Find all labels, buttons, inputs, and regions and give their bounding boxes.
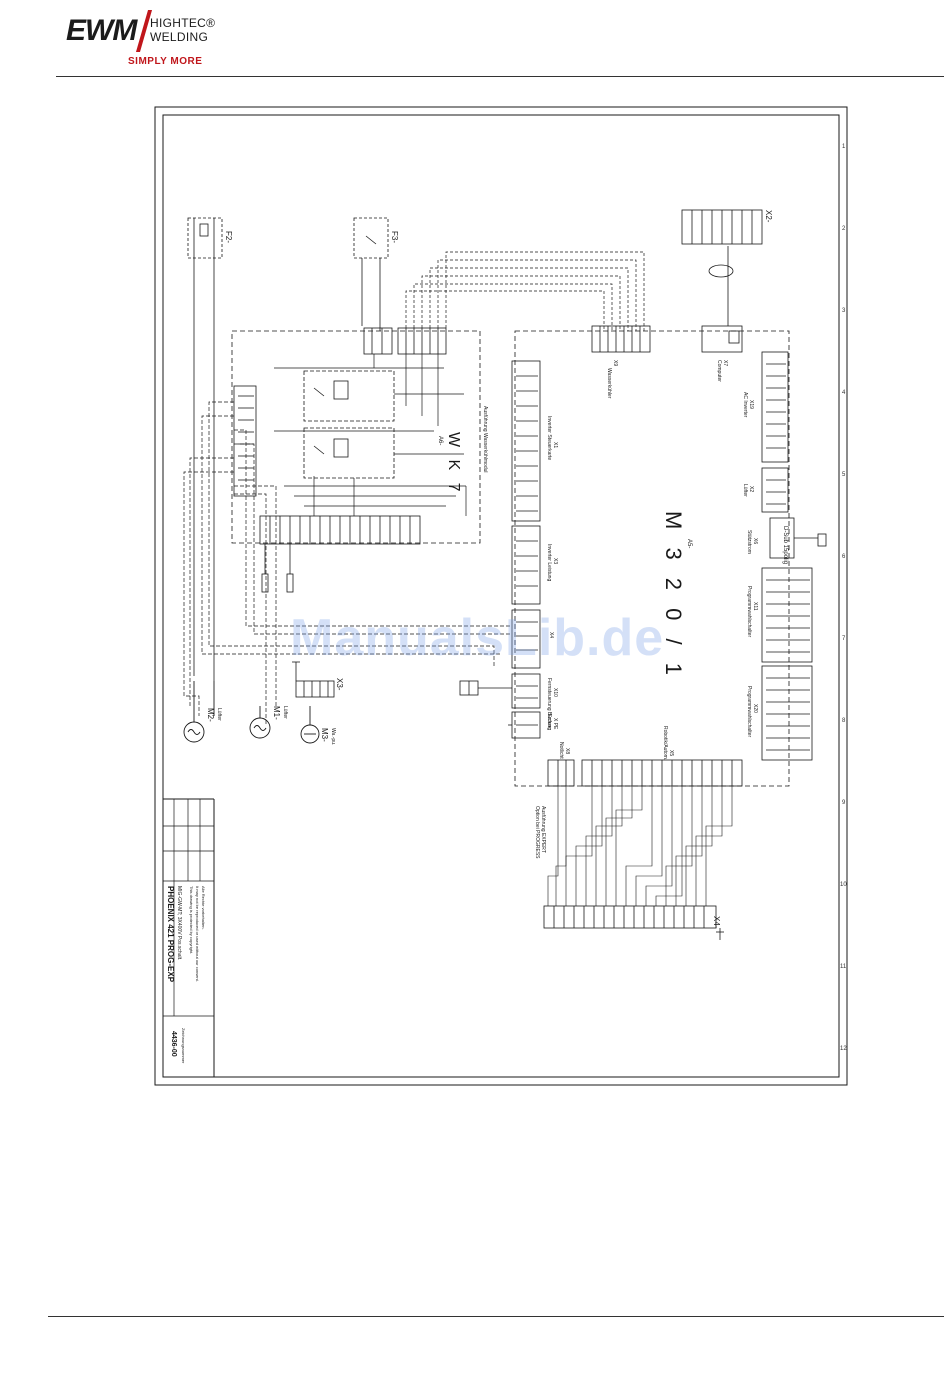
connector-x6: X6 [752,538,758,544]
wk7-relays [303,370,395,479]
m320-top-connectors [591,246,743,353]
grid-number: 7 [842,636,846,642]
wk7-ref: A6- [437,436,443,445]
grid-number: 3 [842,308,846,314]
motor-m1-sub: Lüfter [282,706,288,719]
connector-x2b-sub: Lüfter [742,484,748,497]
grid-number: 1 [842,144,846,150]
wk7-board [231,330,481,544]
motor-m1-label: M1- [272,706,281,720]
title-block-text: PHOENIX 421 PROG-EXP MIG-GW-MT; 3X400V P… [166,886,206,1064]
logo-line2: WELDING [150,30,209,44]
m320-ref: A5- [686,539,692,548]
fuse-f2-label: F2- [224,231,233,243]
copyright-line-1: This drawing is protected by copyright. [189,886,194,954]
connector-x6-sub: Stützstrom [746,530,752,554]
connector-x7-sub: Computer [716,360,722,382]
connector-x19: X19 [748,400,754,409]
motor-feed-wires [183,401,510,726]
wk7-bottom-connector [259,515,421,593]
grid-number: 12 [840,1046,847,1052]
connector-x7: X7 [722,360,728,366]
watermark: ManualsLib.de [290,609,665,667]
logo-tagline: SIMPLY MORE [128,56,203,67]
x5-x4-harness [547,786,733,906]
motor-m3-label: M3- [320,728,329,742]
connector-x4 [543,905,724,940]
connector-x4-label: X4- [712,916,721,929]
grid-number: 6 [842,554,846,560]
m320-bottom-connectors [547,759,743,787]
progress-note: Option bei PROGRESS [534,806,540,859]
grid-number: 10 [840,882,847,888]
wk7-wiring [274,354,467,516]
product-title: PHOENIX 421 PROG-EXP [166,886,175,983]
motors [183,681,320,744]
connector-x20-sub: Programmwahlschalter [746,686,752,737]
fuse-f2 [187,217,223,681]
fuse-f3-label: F3- [390,231,399,243]
connector-x3b: X3 [552,558,558,564]
connector-x9-sub: Wasserkühler [606,368,612,399]
connector-x2b: X2 [748,486,754,492]
connector-x5-sub: Robotik/Autom. [662,726,668,760]
wk7-x9-harness [405,251,645,331]
grid-number: 5 [842,472,846,478]
motor-m2-sub: Lüfter [216,708,222,721]
wk7-option-note: Ausführung Wasserkühlmodul [482,406,488,473]
connector-x20: X20 [752,704,758,713]
connector-x10-sub: Fernsteuerung Buchse [546,678,552,729]
connector-x2 [681,209,763,245]
logo-line1: HIGHTEC® [150,16,216,30]
grid-number: 11 [840,964,847,970]
connector-x1: X1 [552,442,558,448]
connector-x2-label: X2- [764,210,773,223]
motor-m2-label: M2- [206,708,215,722]
connector-x11-sub: Programmwahlschalter [746,586,752,637]
copyright-line-2: It may not be reproduced or used without… [195,886,200,982]
wk7-title: W K 7 [445,432,462,496]
wk7-left-connector [233,385,257,497]
m320-left-labels: Inverter Steuerkarte X1 Inverter Leistun… [546,416,558,730]
connector-x11: X11 [752,602,758,611]
ewm-logo: EWM HIGHTEC® WELDING SIMPLY MORE [66,8,236,70]
m320-right-connectors [761,351,827,761]
connector-x10: X10 [552,688,558,697]
grid-number: 2 [842,226,846,232]
connector-dsub: D-Sub 15polig [782,526,788,564]
connector-xpe: X PE [552,718,558,730]
copyright-line-3: Alle Rechte vorbehalten. [201,886,206,930]
grid-number: 9 [842,800,846,806]
drawing-number-label: Zeichnungsnummer [181,1028,186,1064]
connector-x1-sub: Inverter Steuerkarte [546,416,552,460]
drawing-number: 4436-00 [170,1031,177,1057]
motor-m3-sub: Wa.-pu. [330,728,336,745]
connector-x4b: X4 [548,632,554,638]
connector-x9: X9 [612,360,618,366]
wk7-top-connectors [363,327,447,355]
expert-note: Ausführung EXPERT [540,806,546,853]
connector-xpe-sub: Erdung [546,714,552,730]
connector-x8: X8 [564,748,570,754]
circuit-diagram: 1 2 3 4 5 6 7 8 9 10 11 12 A6- W K 7 Aus… [154,106,848,1086]
connector-x3-label: X3- [335,678,344,691]
grid-number: 4 [842,390,846,396]
connector-x5: X5 [668,750,674,756]
product-subtitle: MIG-GW-MT; 3X400V Pos.schalt. [176,886,182,960]
m320-labels: M 3 2 0 / 1 A5- [661,511,692,681]
title-block [163,799,214,1017]
footer-rule [48,1316,944,1317]
m320-left-connectors [459,360,541,739]
m320-title: M 3 2 0 / 1 [661,511,686,681]
logo-brand: EWM [66,14,137,47]
connector-x3 [292,661,335,698]
header-rule [56,76,944,77]
connector-x19-sub: AC Inverter [742,392,748,418]
grid-number: 8 [842,718,846,724]
grid-numbers: 1 2 3 4 5 6 7 8 9 10 11 12 [840,144,847,1052]
wk7-labels: A6- W K 7 Ausführung Wasserkühlmodul [437,406,488,496]
connector-x8-sub: Notlicht [558,742,564,759]
connector-x3b-sub: Inverter Leistung [546,544,552,581]
fuse-f3 [353,217,389,331]
